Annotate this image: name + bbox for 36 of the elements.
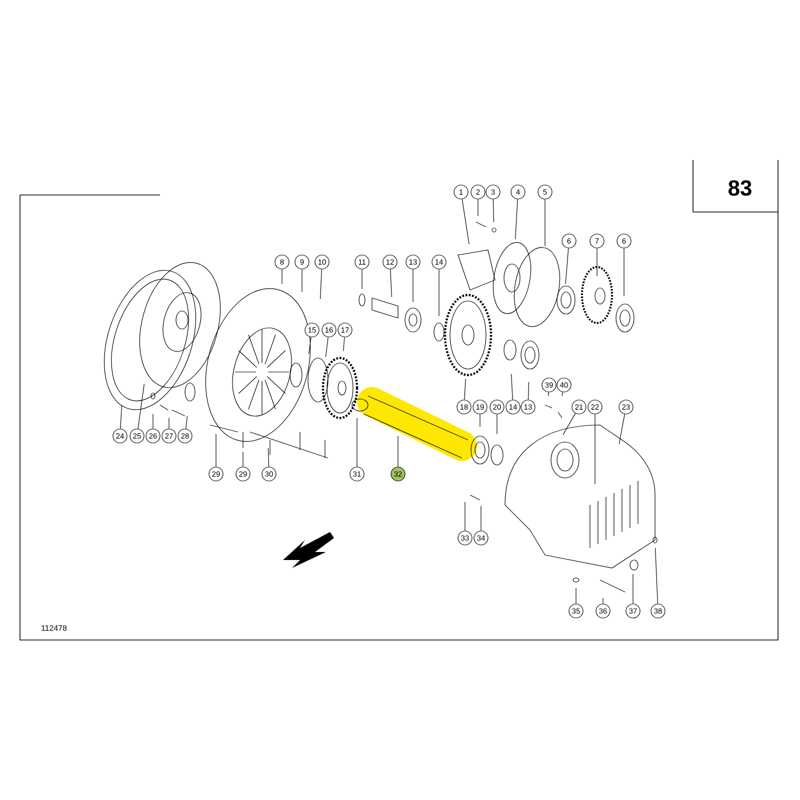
leader-line (168, 418, 170, 429)
leader-line (596, 248, 598, 276)
leader-line (544, 199, 546, 246)
leader-line (343, 336, 345, 352)
leader-line (325, 336, 328, 358)
leader-line (594, 414, 596, 484)
leader-line (515, 198, 518, 240)
leader-line (356, 418, 358, 467)
leader-line (438, 269, 440, 316)
leader-line (496, 414, 498, 434)
leader-line (602, 598, 604, 604)
leader-line (618, 414, 625, 444)
leader-line (412, 269, 414, 302)
leader-line (548, 392, 549, 396)
leader-line (120, 406, 122, 430)
leader-line (528, 382, 530, 400)
leader-line (268, 448, 270, 467)
leader-line (480, 506, 482, 531)
page-number: 83 (728, 180, 752, 196)
leader-line (152, 414, 154, 429)
leader-line (138, 384, 144, 430)
leader-line (492, 199, 494, 222)
leader-line (464, 502, 466, 531)
leader-line (562, 392, 564, 396)
leader-line (462, 198, 470, 244)
leader-line (242, 452, 244, 467)
leader-line (511, 374, 513, 400)
leader-line (562, 413, 576, 436)
leader-line (565, 248, 569, 284)
leader-line (390, 269, 392, 298)
leader-line (655, 548, 658, 604)
leader-line (320, 269, 322, 300)
leader-line (186, 416, 188, 430)
leader-line (632, 574, 634, 604)
leader-line (308, 336, 312, 354)
leader-line (464, 378, 466, 400)
